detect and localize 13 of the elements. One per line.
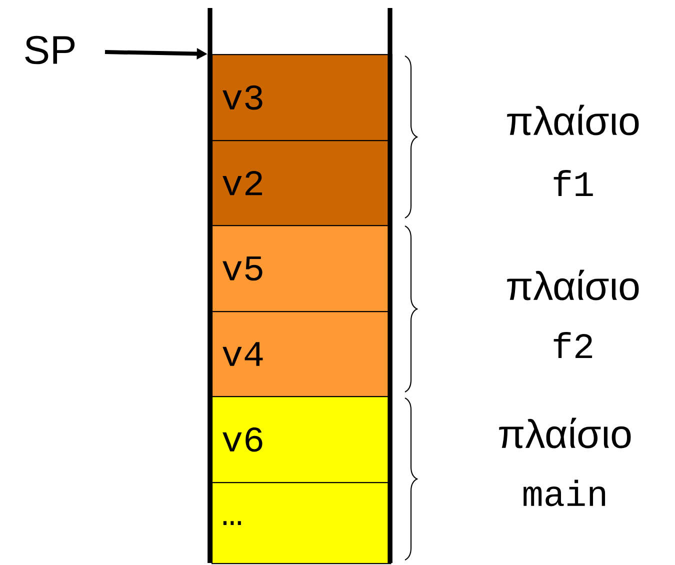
stack-cell: v2 [212, 140, 392, 226]
function-name: f2 [554, 332, 592, 358]
frame-label: πλαίσιο [499, 418, 631, 448]
stack-cell: v5 [212, 225, 392, 312]
frame-label: πλαίσιο [507, 104, 639, 136]
stack-cell: v3 [212, 54, 392, 142]
stack-cell: v4 [212, 311, 392, 398]
pointer-label: SP [25, 36, 75, 64]
stack-cell: v6 [212, 396, 392, 484]
function-name: f1 [554, 170, 593, 196]
frame-label: πλαίσιο [507, 270, 639, 300]
function-name: main [524, 480, 606, 506]
stack-cell: … [212, 482, 392, 564]
